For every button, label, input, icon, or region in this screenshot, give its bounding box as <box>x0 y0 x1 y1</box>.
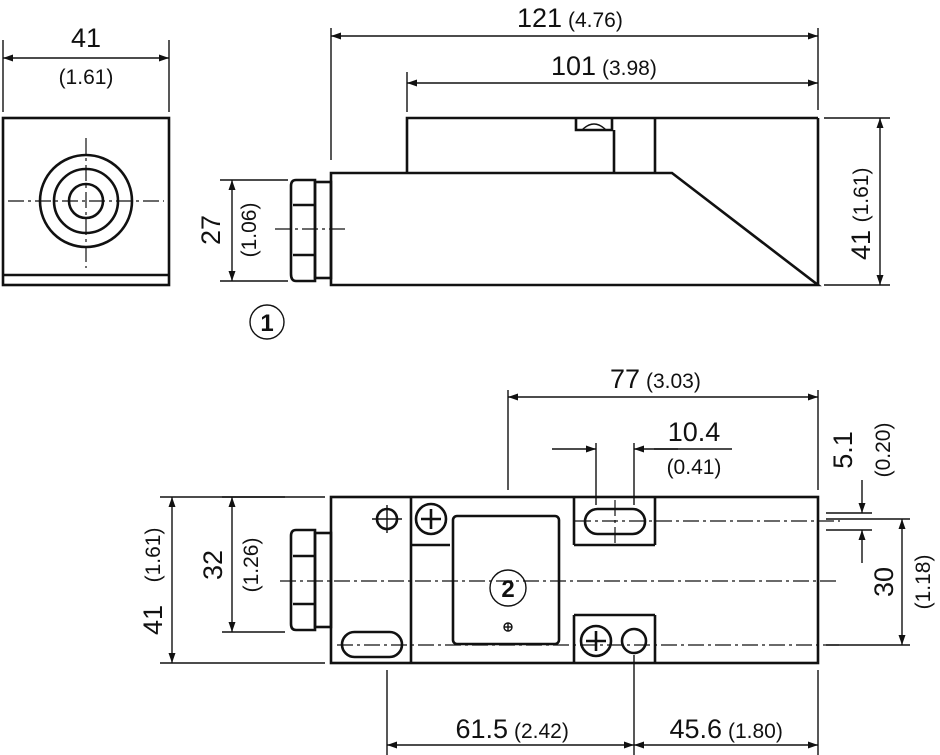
dim-front-width-value: 41 <box>71 23 101 53</box>
dim-head-length-inch: (3.98) <box>602 57 657 80</box>
dim-overall-length-inch: (4.76) <box>568 9 623 32</box>
top-view <box>160 390 910 755</box>
dim-top-height-inch: (1.61) <box>142 528 165 583</box>
dim-dist-left-value: 61.5 <box>455 714 508 744</box>
dim-slot-width-value: 10.4 <box>668 417 721 447</box>
dim-dist-left-inch: (2.42) <box>514 720 569 743</box>
dim-hole-pitch-inch: (1.18) <box>912 555 935 610</box>
dim-hole-span-value: 77 <box>610 364 640 394</box>
dim-head-length-value: 101 <box>551 51 596 81</box>
front-view <box>1 40 171 287</box>
side-view <box>220 28 890 287</box>
dim-side-height-value: 41 <box>846 230 876 260</box>
dim-overall-length-value: 121 <box>517 3 562 33</box>
dim-nut-height-inch: (1.06) <box>238 203 261 258</box>
dim-slot-width-inch: (0.41) <box>667 456 722 479</box>
dim-dist-right-value: 45.6 <box>669 714 722 744</box>
callout-2: 2 <box>489 569 527 607</box>
callout-2-label: 2 <box>501 576 514 603</box>
dim-top-height-value: 41 <box>138 605 168 635</box>
callout-1: 1 <box>249 304 285 340</box>
dim-nut-height-value: 27 <box>196 215 226 245</box>
dim-top-inner-height-inch: (1.26) <box>240 538 263 593</box>
callout-1-label: 1 <box>260 310 273 337</box>
dim-slot-offset-value: 5.1 <box>828 431 858 469</box>
dim-slot-offset-inch: (0.20) <box>872 423 895 478</box>
dim-side-height-inch: (1.61) <box>850 168 873 223</box>
dim-front-width-inch: (1.61) <box>59 66 114 89</box>
dim-hole-pitch-value: 30 <box>869 567 899 597</box>
dim-hole-span-inch: (3.03) <box>646 370 701 393</box>
dim-dist-right-inch: (1.80) <box>728 720 783 743</box>
dim-top-inner-height-value: 32 <box>198 550 228 580</box>
